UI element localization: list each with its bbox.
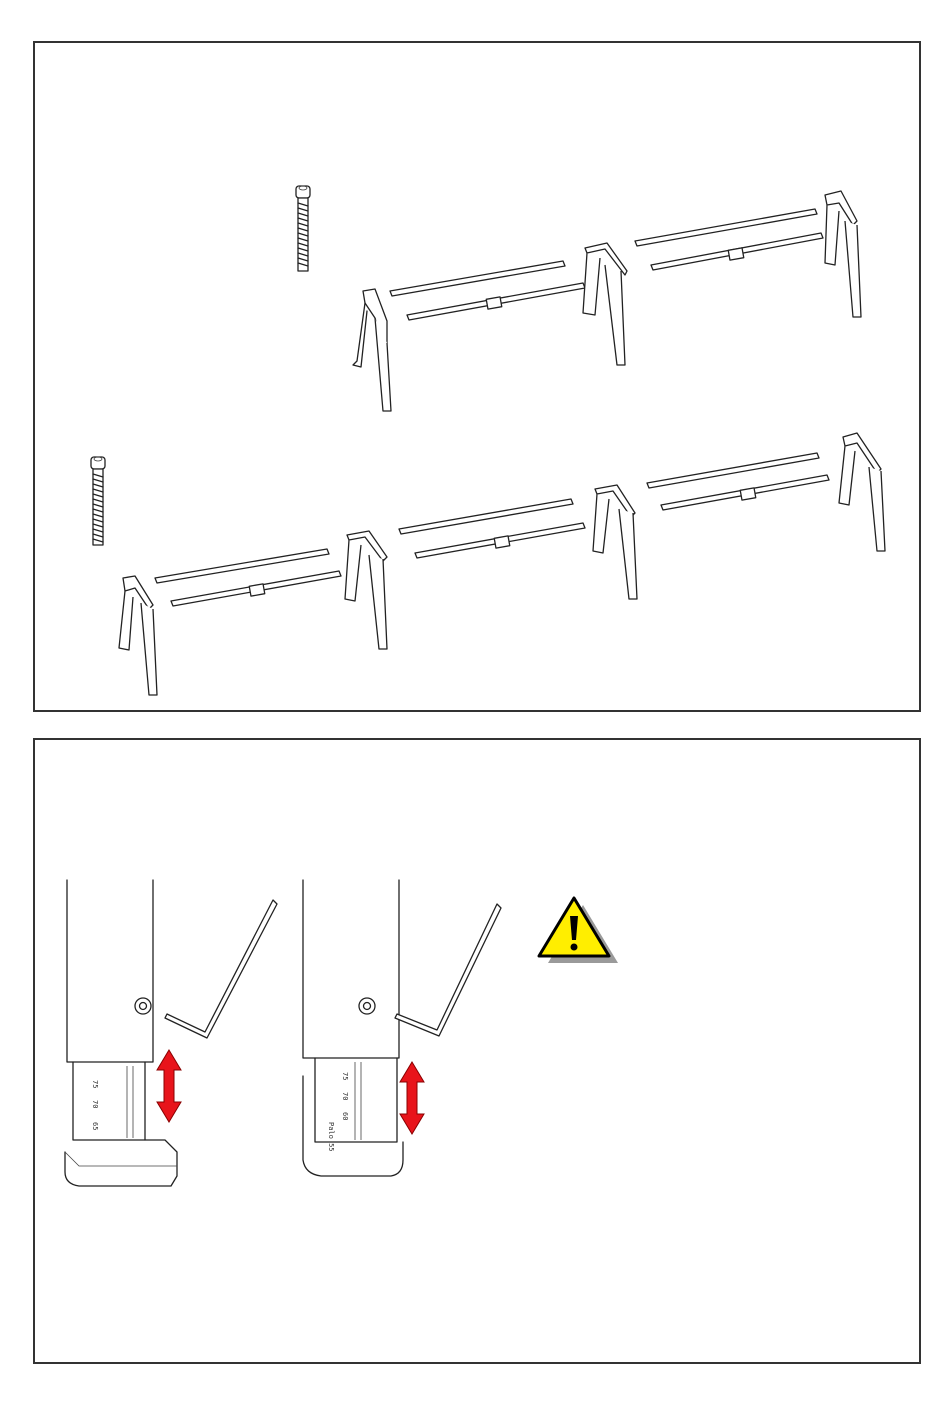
frame-lower-row — [119, 433, 885, 695]
leg-detail-2: 75 70 60 Palo 55 — [303, 880, 403, 1176]
scale-label: 70 — [91, 1100, 99, 1108]
scale-label: 75 — [91, 1080, 99, 1088]
frame-overview-panel — [33, 41, 921, 712]
bolt-lower — [91, 457, 105, 545]
arrow-up-down-1 — [157, 1050, 181, 1122]
hex-key-2 — [395, 904, 501, 1036]
scale-label: 75 — [341, 1072, 349, 1080]
leg-scale-2: 75 70 60 Palo 55 — [327, 1072, 349, 1152]
leg-detail-1: 75 70 65 — [65, 880, 177, 1186]
scale-label: Palo 55 — [327, 1122, 335, 1152]
warning-triangle-icon — [539, 898, 618, 963]
frame-upper-row — [353, 191, 861, 411]
leg-scale-1: 75 70 65 — [91, 1080, 99, 1130]
leg-adjustment-panel: 75 70 65 75 70 60 Palo 55 — [33, 738, 921, 1364]
scale-label: 70 — [341, 1092, 349, 1100]
arrow-up-down-2 — [400, 1062, 424, 1134]
leg-adjustment-drawing: 75 70 65 75 70 60 Palo 55 — [35, 740, 919, 1362]
scale-label: 65 — [91, 1122, 99, 1130]
bolt-upper — [296, 186, 310, 271]
frame-assembly-drawing — [35, 43, 919, 710]
scale-label: 60 — [341, 1112, 349, 1120]
hex-key-1 — [165, 900, 277, 1038]
